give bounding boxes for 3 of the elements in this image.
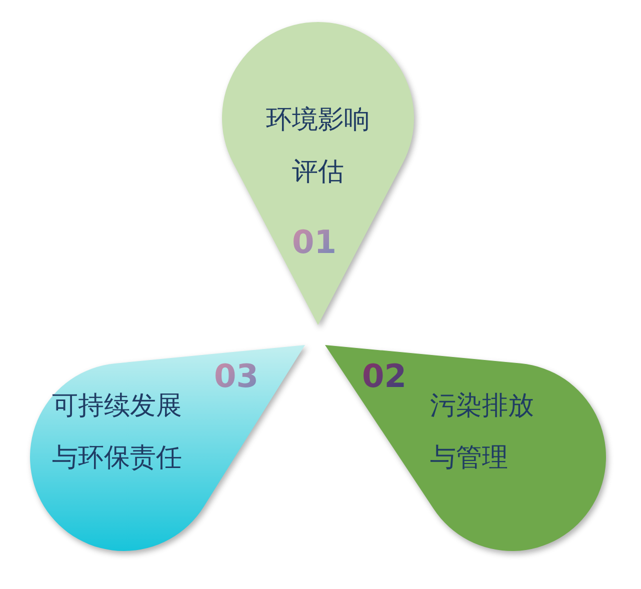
node-label: 可持续发展与环保责任 [51,390,183,475]
node-label: 污染排放与管理 [430,390,535,475]
node-label: 环境影响评估 [265,104,371,189]
